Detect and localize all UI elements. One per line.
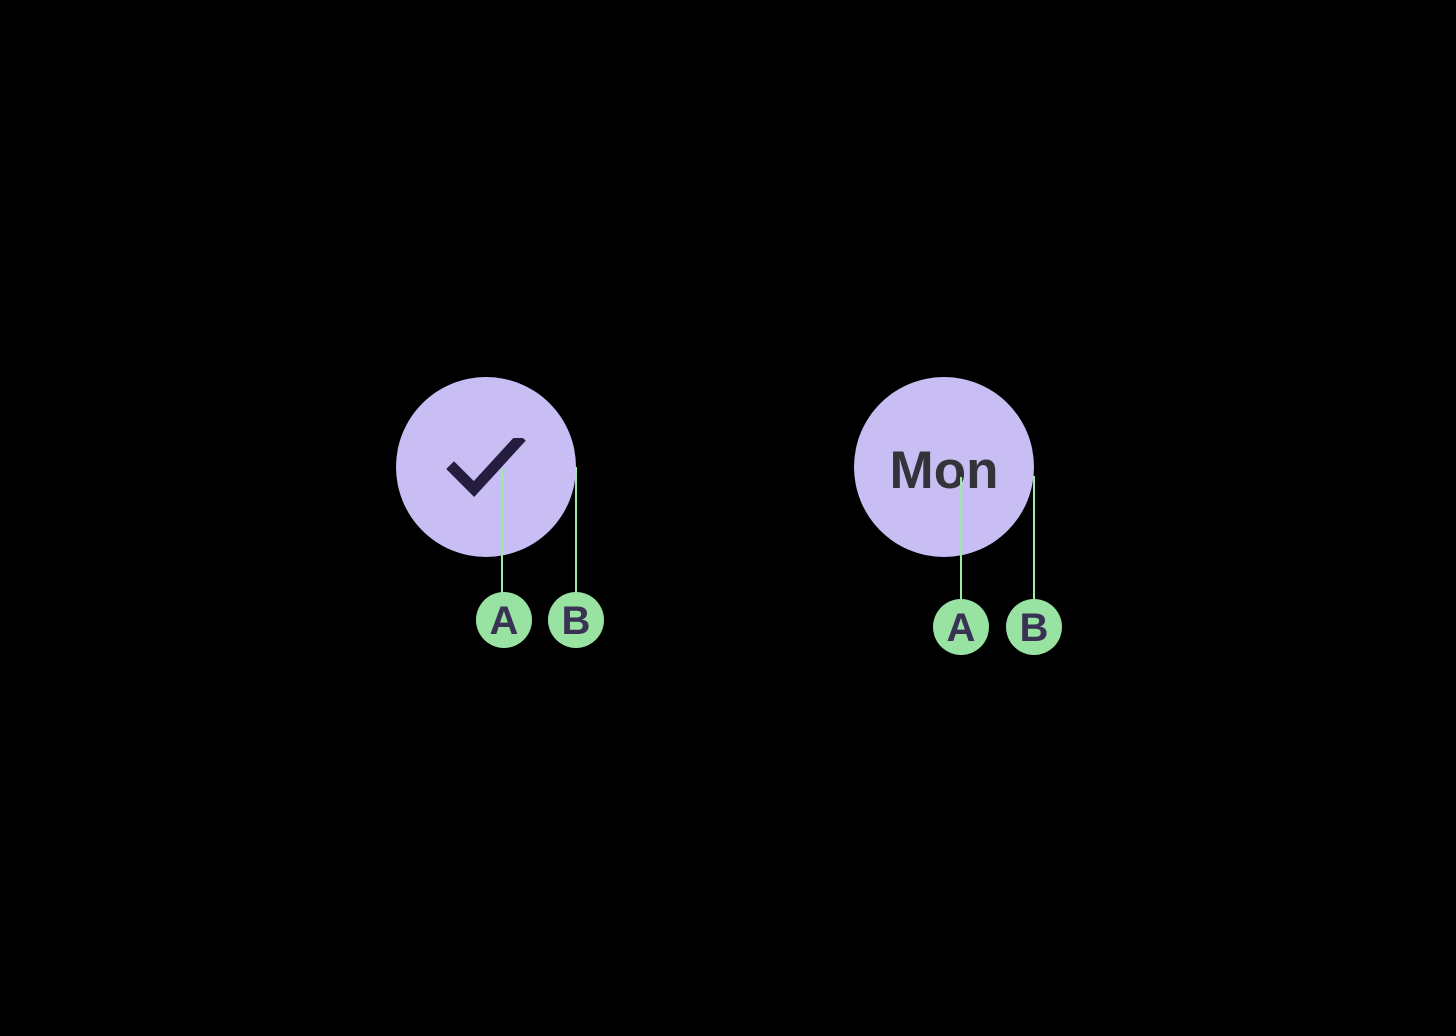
edge-mon-to-b <box>1033 476 1035 601</box>
parent-node-check[interactable] <box>396 377 576 557</box>
edge-check-to-b <box>575 467 577 594</box>
parent-node-mon[interactable]: Mon <box>854 377 1034 557</box>
edge-check-to-a <box>501 468 503 594</box>
child-node-label: A <box>946 606 976 650</box>
child-node-label: B <box>1019 606 1049 650</box>
child-node-mon-a[interactable]: A <box>933 599 989 655</box>
checkmark-icon <box>446 438 526 497</box>
child-node-mon-b[interactable]: B <box>1006 599 1062 655</box>
parent-node-label: Mon <box>889 440 999 500</box>
child-node-check-a[interactable]: A <box>476 592 532 648</box>
child-node-check-b[interactable]: B <box>548 592 604 648</box>
child-node-label: B <box>561 599 591 643</box>
child-node-label: A <box>489 599 519 643</box>
edge-mon-to-a <box>960 477 962 601</box>
